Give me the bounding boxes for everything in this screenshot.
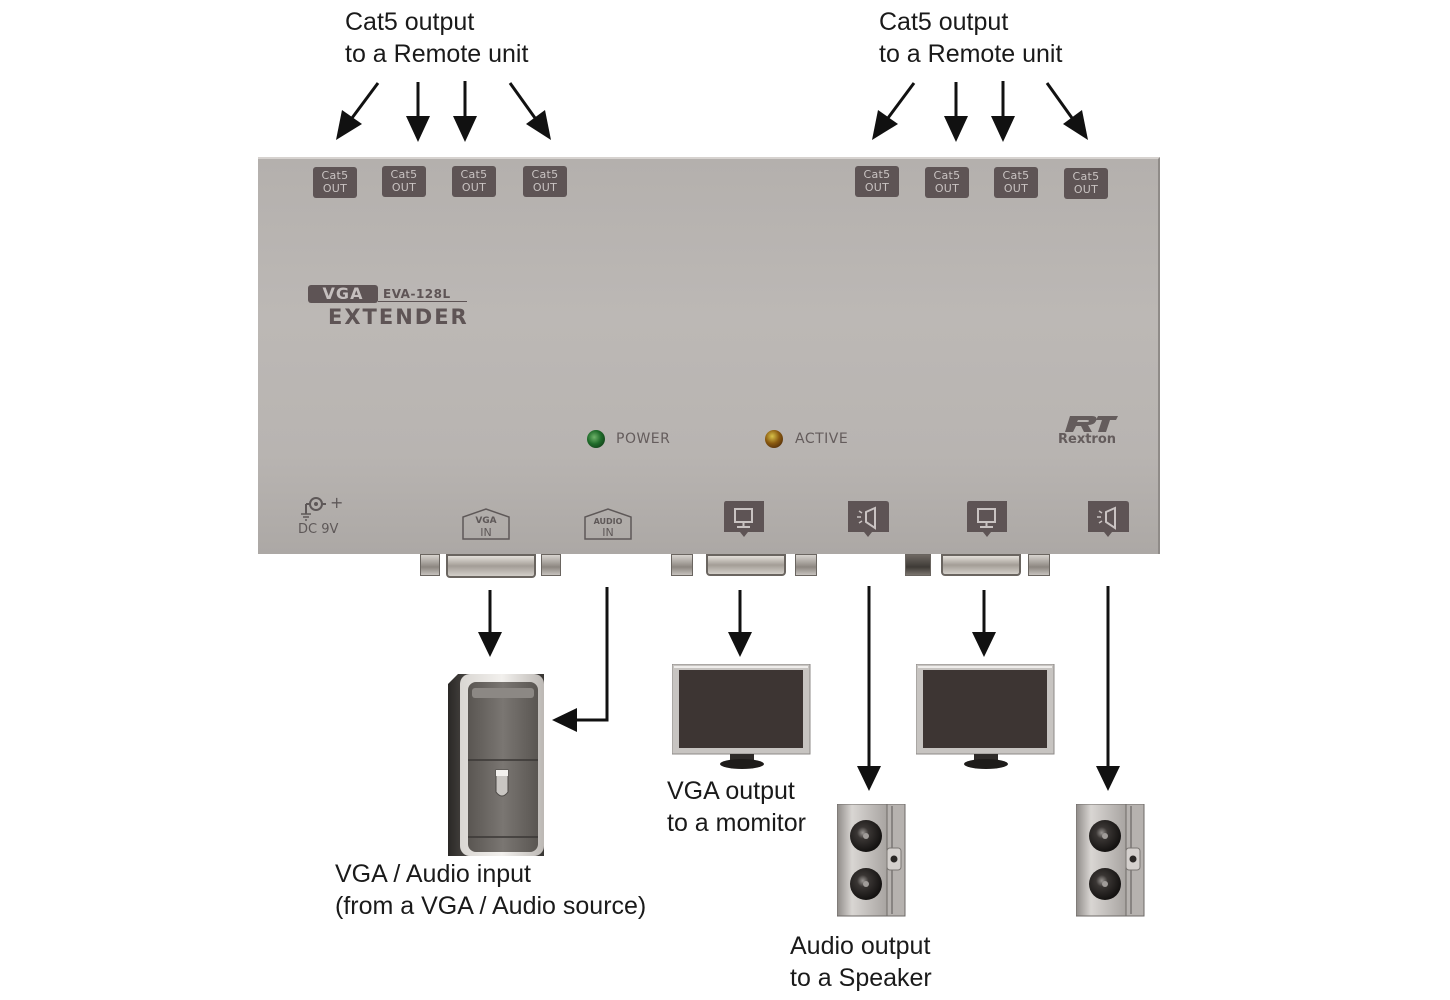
caption-audio-output: Audio output to a Speaker [790, 930, 932, 994]
active-led-label: ACTIVE [795, 431, 849, 447]
arrowhead-icon [453, 116, 477, 142]
monitor-port-badge-icon [967, 501, 1007, 537]
active-led-icon [765, 430, 783, 448]
arrowhead-icon [972, 632, 996, 657]
arrowhead-icon [944, 116, 968, 142]
arrow-line [508, 82, 537, 119]
caption-vga-output: VGA output to a momitor [667, 775, 806, 839]
house-label-icon [462, 508, 510, 540]
vga-in-port-label: VGA IN [462, 508, 510, 540]
caption-line: VGA output [667, 777, 795, 805]
pc-tower-icon [448, 674, 544, 856]
arrowhead-icon [336, 110, 362, 140]
extender-device-body [258, 157, 1160, 554]
caption-line: Audio output [790, 932, 931, 960]
power-led-icon [587, 430, 605, 448]
vga-logo-badge: VGA [308, 285, 378, 303]
monitor-icon [672, 664, 811, 769]
vga-out-thumbscrew [671, 554, 693, 576]
monitor-icon [916, 664, 1055, 769]
house-label-icon [584, 508, 632, 540]
caption-line: Cat5 output [345, 8, 475, 36]
caption-line: to a Remote unit [345, 40, 529, 68]
rextron-logo-icon [1065, 416, 1118, 432]
caption-cat5-right: Cat5 output to a Remote unit [879, 6, 1062, 70]
arrow-line [886, 82, 916, 119]
arrow-line [575, 587, 609, 722]
audio-in-port-label: AUDIO IN [584, 508, 632, 540]
arrowhead-icon [1063, 110, 1088, 140]
dc-polarity-symbol: + [330, 493, 344, 512]
arrowhead-icon [406, 116, 430, 142]
vga-in-thumbscrew [420, 554, 440, 576]
monitor-port-badge-icon [724, 501, 764, 537]
model-number: EVA-128L [383, 287, 451, 301]
caption-cat5-left: Cat5 output to a Remote unit [345, 6, 528, 70]
vga-out-thumbscrew [1028, 554, 1050, 576]
vga-out-thumbscrew [795, 554, 817, 576]
vga-out-connector-2 [941, 554, 1021, 576]
caption-line: Cat5 output [879, 8, 1009, 36]
product-name: EXTENDER [328, 305, 469, 329]
vga-in-connector [446, 554, 536, 578]
speaker-port-badge-icon [1088, 501, 1129, 537]
caption-line: to a momitor [667, 809, 806, 837]
arrow-line [350, 82, 380, 119]
caption-input: VGA / Audio input (from a VGA / Audio so… [335, 858, 646, 922]
arrowhead-icon [478, 632, 502, 657]
dc-power-jack-icon [301, 497, 326, 521]
arrowhead-icon [991, 116, 1015, 142]
speaker-port-badge-icon [848, 501, 889, 537]
logo-underline [378, 301, 467, 302]
vga-out-thumbscrew [905, 554, 931, 576]
caption-line: to a Remote unit [879, 40, 1063, 68]
arrowhead-icon [1096, 766, 1120, 791]
vga-out-connector-1 [706, 554, 786, 576]
speaker-icon [837, 804, 906, 917]
dc-input-label: DC 9V [298, 522, 339, 537]
arrowhead-icon [872, 110, 898, 140]
vga-in-thumbscrew [541, 554, 561, 576]
caption-line: VGA / Audio input [335, 860, 531, 888]
speaker-icon [1076, 804, 1145, 917]
arrowhead-icon [857, 766, 881, 791]
caption-line: (from a VGA / Audio source) [335, 892, 647, 920]
arrowhead-icon [728, 632, 752, 657]
brand-name: Rextron [1058, 432, 1117, 447]
arrow-line [1045, 82, 1074, 119]
caption-line: to a Speaker [790, 964, 932, 992]
arrowhead-icon [552, 708, 577, 732]
arrowhead-icon [526, 110, 551, 140]
power-led-label: POWER [616, 431, 671, 447]
